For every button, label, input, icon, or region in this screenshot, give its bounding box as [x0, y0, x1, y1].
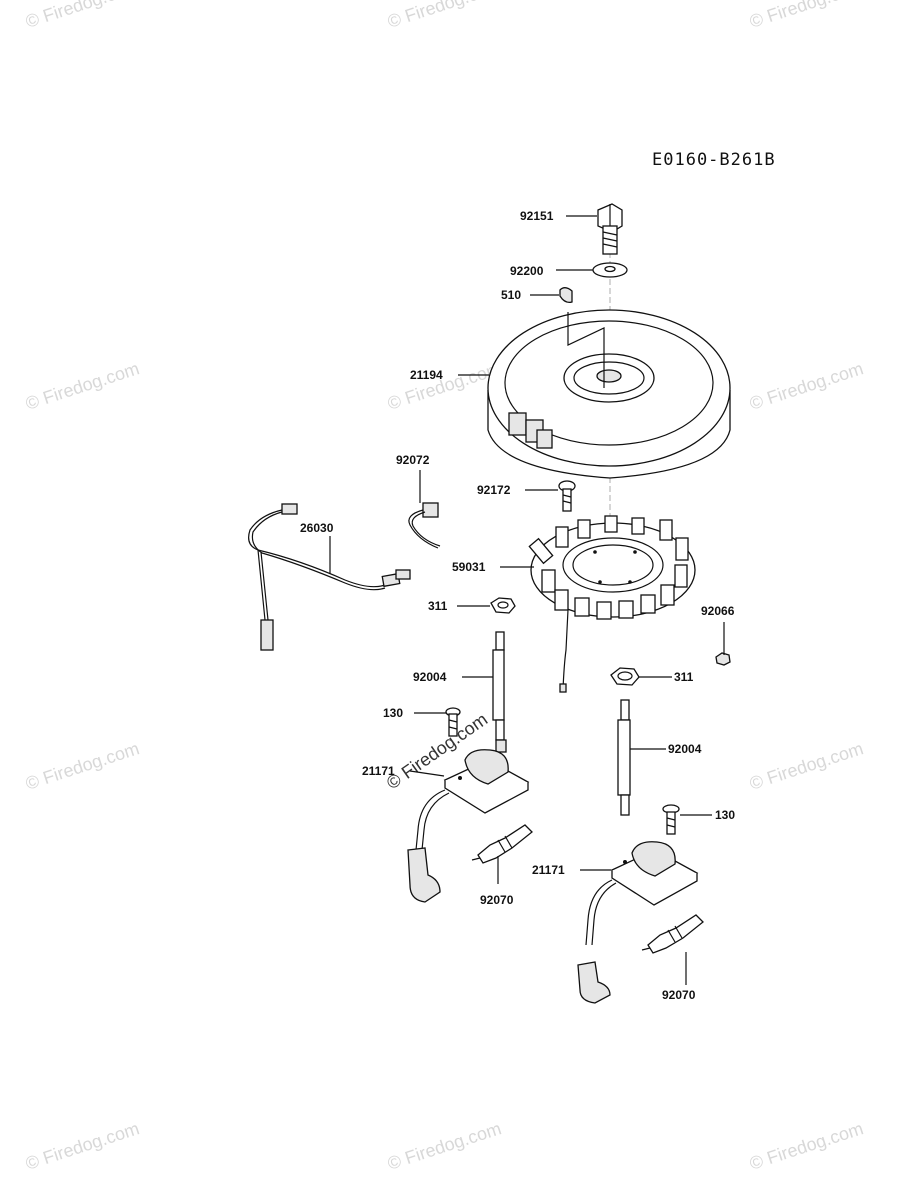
bolt-130-right[interactable] [662, 804, 680, 835]
watermark: © Firedog.com [747, 738, 866, 794]
part-label-26030[interactable]: 26030 [300, 521, 334, 535]
part-label-130-left[interactable]: 130 [383, 706, 403, 720]
watermark: © Firedog.com [747, 358, 866, 414]
spark-plug-92070-right[interactable] [641, 914, 704, 954]
bolt-130-left[interactable] [445, 707, 461, 737]
part-label-92172[interactable]: 92172 [477, 483, 511, 497]
stud-92004-right[interactable] [617, 699, 631, 816]
part-label-21171-right[interactable]: 21171 [532, 863, 565, 877]
leader-lines [329, 215, 725, 985]
ignition-coil-21171-right[interactable] [577, 841, 699, 1004]
washer-92200[interactable] [592, 262, 628, 278]
watermark: © Firedog.com [23, 0, 142, 32]
part-label-21194[interactable]: 21194 [410, 368, 443, 382]
part-labels: 92151 92200 510 21194 92072 26030 92172 … [300, 209, 735, 1002]
part-label-92070-right[interactable]: 92070 [662, 988, 696, 1002]
harness-26030[interactable] [248, 503, 411, 651]
nut-311-right[interactable] [610, 667, 640, 686]
stud-92004-left[interactable] [492, 631, 507, 753]
part-label-92066[interactable]: 92066 [701, 604, 735, 618]
key-510[interactable] [559, 287, 573, 304]
watermark: © Firedog.com [747, 0, 866, 32]
spark-plug-92070-left[interactable] [471, 824, 533, 864]
part-label-510[interactable]: 510 [501, 288, 521, 302]
part-label-21171-left[interactable]: 21171 [362, 764, 395, 778]
part-label-311-left[interactable]: 311 [428, 599, 448, 613]
screw-92172[interactable] [558, 480, 576, 512]
lead-wire-92072[interactable] [408, 502, 441, 549]
part-label-92151[interactable]: 92151 [520, 209, 554, 223]
nut-311-left[interactable] [490, 597, 516, 614]
flywheel-21194[interactable] [487, 309, 731, 479]
part-label-92200[interactable]: 92200 [510, 264, 544, 278]
watermark: © Firedog.com [385, 0, 504, 32]
diagram-code: E0160-B261B [652, 150, 776, 170]
part-label-59031[interactable]: 59031 [452, 560, 486, 574]
watermarks: © Firedog.com © Firedog.com © Firedog.co… [23, 0, 866, 1174]
part-label-92070-left[interactable]: 92070 [480, 893, 514, 907]
watermark: © Firedog.com [23, 358, 142, 414]
watermark: © Firedog.com [23, 738, 142, 794]
watermark: © Firedog.com [385, 358, 504, 414]
part-label-130-right[interactable]: 130 [715, 808, 735, 822]
watermark: © Firedog.com [747, 1118, 866, 1174]
part-label-92004-right[interactable]: 92004 [668, 742, 702, 756]
ignition-coil-21171-left[interactable] [407, 749, 530, 903]
part-label-92072[interactable]: 92072 [396, 453, 430, 467]
part-label-92004-left[interactable]: 92004 [413, 670, 447, 684]
stator-59031[interactable] [528, 515, 696, 693]
watermark: © Firedog.com [23, 1118, 142, 1174]
bolt-92151[interactable] [597, 203, 623, 255]
nut-92066[interactable] [715, 652, 731, 666]
watermark: © Firedog.com [385, 1118, 504, 1174]
part-label-311-right[interactable]: 311 [674, 670, 694, 684]
